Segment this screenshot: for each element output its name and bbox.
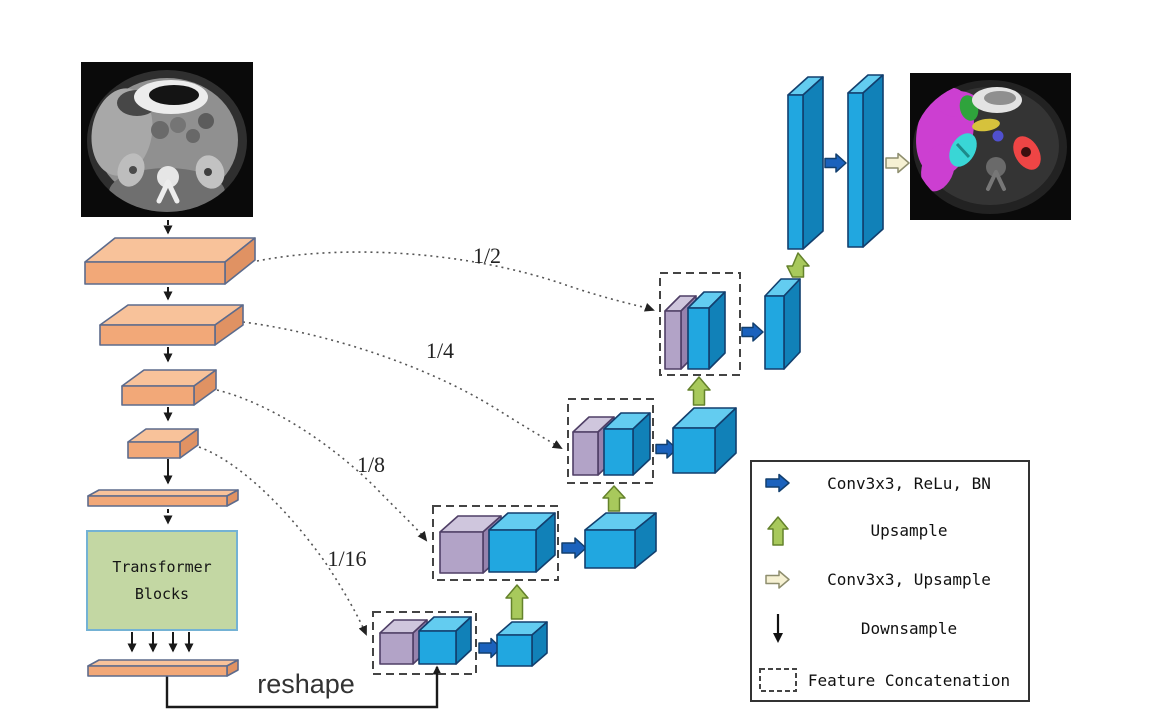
decoder-output-cube-1 bbox=[496, 621, 548, 667]
conv-arrow-final bbox=[824, 153, 847, 173]
legend-item-feature-concatenation: Feature Concatenation bbox=[758, 667, 1020, 693]
upsample-arrow-4 bbox=[786, 252, 810, 278]
encoder-slab-2 bbox=[99, 304, 244, 346]
final-feature-slab-1 bbox=[787, 76, 824, 250]
skip-label-1-16: 1/16 bbox=[327, 546, 367, 571]
patch-embedding-bar bbox=[87, 489, 239, 507]
legend: Conv3x3, ReLu, BN Upsample Conv3x3, Upsa… bbox=[750, 460, 1030, 702]
concat-box-4 bbox=[659, 272, 741, 376]
skip-label-1-8: 1/8 bbox=[356, 452, 386, 477]
conv-arrow-3 bbox=[655, 439, 678, 459]
legend-item-label: Downsample bbox=[860, 618, 958, 638]
decoder-stage-1 bbox=[372, 584, 548, 675]
skip-connection-1-2 bbox=[256, 251, 655, 312]
conv-upsample-arrow-output bbox=[885, 152, 910, 174]
concat-box-3 bbox=[567, 398, 654, 484]
skip-feature-cube-3 bbox=[572, 416, 615, 476]
legend-item-label: Conv3x3, Upsample bbox=[827, 569, 991, 589]
upsample-arrow-3 bbox=[687, 376, 711, 406]
conv-arrow-1 bbox=[478, 637, 502, 659]
reshape-label: reshape bbox=[257, 669, 355, 699]
concat-box-1 bbox=[372, 611, 477, 675]
decoder-stage-2 bbox=[432, 485, 657, 581]
conv-arrow-2 bbox=[561, 537, 587, 559]
upsample-arrow-1 bbox=[505, 584, 529, 620]
legend-item-label: Conv3x3, ReLu, BN bbox=[827, 473, 991, 493]
legend-item-label: Feature Concatenation bbox=[807, 670, 1011, 690]
transformer-blocks-box bbox=[86, 530, 238, 631]
decoder-output-slab-4 bbox=[764, 278, 801, 370]
decoder-output-cube-2 bbox=[584, 512, 657, 569]
input-ct-image bbox=[81, 62, 253, 217]
decoder-stage-4 bbox=[659, 252, 810, 376]
transformer-blocks-label: Transformer Blocks bbox=[112, 557, 212, 603]
skip-label-1-4: 1/4 bbox=[425, 338, 455, 363]
transformer-output-bar bbox=[87, 659, 239, 677]
feature-concatenation-box-icon bbox=[758, 667, 798, 693]
encoder-slab-1 bbox=[84, 237, 256, 285]
skip-connections bbox=[198, 251, 655, 636]
final-feature-slab-2 bbox=[847, 74, 884, 248]
decoder-stage-3 bbox=[567, 376, 737, 484]
skip-connection-1-8 bbox=[216, 389, 428, 542]
legend-item-label: Upsample bbox=[870, 521, 948, 541]
encoder-slab-3 bbox=[121, 369, 217, 406]
upsample-arrow-icon bbox=[758, 516, 798, 546]
decoder-feature-cube-2 bbox=[488, 512, 556, 573]
output-segmentation-image bbox=[910, 73, 1071, 220]
conv3x3-arrow-icon bbox=[758, 473, 798, 493]
legend-item-upsample: Upsample bbox=[758, 516, 1020, 546]
legend-item-downsample: Downsample bbox=[758, 612, 1020, 644]
downsample-arrow-icon bbox=[758, 612, 798, 644]
encoder-slab-4 bbox=[127, 428, 199, 459]
reshape-connector bbox=[165, 665, 442, 709]
upsample-arrow-2 bbox=[602, 485, 626, 512]
skip-connection-1-4 bbox=[242, 321, 563, 450]
decoder-feature-cube-3 bbox=[603, 412, 651, 476]
concat-box-2 bbox=[432, 505, 559, 581]
legend-item-conv-upsample: Conv3x3, Upsample bbox=[758, 569, 1020, 590]
legend-item-conv: Conv3x3, ReLu, BN bbox=[758, 473, 1020, 493]
conv-arrow-4 bbox=[741, 322, 764, 342]
decoder-feature-cube-1 bbox=[418, 616, 472, 665]
decoder-feature-slab-4 bbox=[687, 291, 726, 370]
conv3x3-upsample-arrow-icon bbox=[758, 569, 798, 590]
downsample-flow-arrows bbox=[127, 220, 194, 653]
decoder-output-cube-3 bbox=[672, 407, 737, 474]
skip-label-1-2: 1/2 bbox=[472, 243, 502, 268]
